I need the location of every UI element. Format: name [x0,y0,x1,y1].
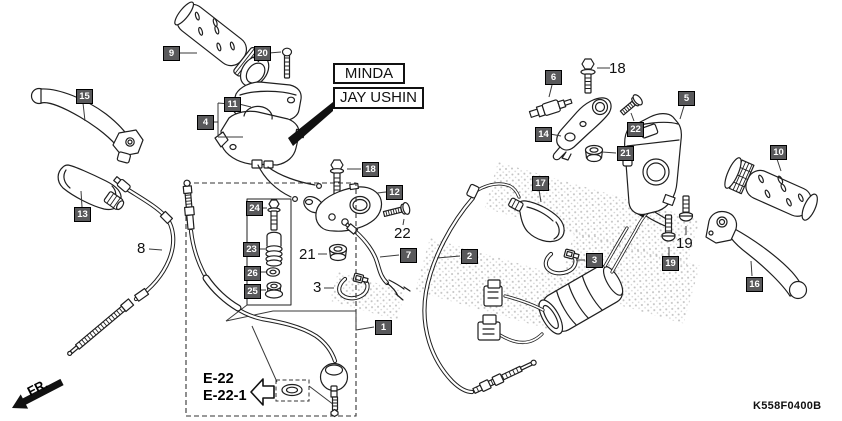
wire-clamp-3-right [543,248,580,276]
part-callout-21[interactable]: 21 [617,146,634,161]
wire-harness-2 [422,182,671,395]
part-callout-1[interactable]: 1 [375,320,392,335]
part-callout-17[interactable]: 17 [532,176,549,191]
part-callout-4[interactable]: 4 [197,115,214,130]
handle-lever-16 [705,210,808,300]
part-callout-20[interactable]: 20 [254,46,271,61]
bolt-24 [267,199,281,231]
part-callout-26[interactable]: 26 [244,266,261,281]
part-callout-5[interactable]: 5 [678,91,695,106]
bolt-18-center [329,159,345,196]
part-number-label-18[interactable]: 18 [609,60,626,77]
cable-adjuster [472,359,537,394]
throttle-grip-9 [174,1,270,87]
part-callout-9[interactable]: 9 [163,46,180,61]
lever-bracket-12 [303,182,383,232]
part-number-label-22[interactable]: 22 [394,225,411,242]
part-callout-13[interactable]: 13 [74,207,91,222]
grommet-21-right [584,144,604,163]
washer-26 [265,267,281,277]
grommet-25 [264,281,284,299]
screw-20 [281,47,293,79]
part-callout-3[interactable]: 3 [586,253,603,268]
spring-23 [265,231,283,267]
part-callout-11[interactable]: 11 [224,97,241,112]
part-callout-12[interactable]: 12 [386,185,403,200]
part-callout-15[interactable]: 15 [76,89,93,104]
brand-pointer-arrow [288,102,333,146]
switch-housing-lower-4 [214,105,323,203]
brake-lever-15 [30,87,144,164]
grommet-21-center [328,243,348,262]
section-ref-e22: E-22 [203,371,234,387]
ignition-switch-1 [182,179,349,418]
switch-pod-6 [528,98,573,118]
part-callout-25[interactable]: 25 [244,284,261,299]
part-number-label-21[interactable]: 21 [299,246,316,263]
part-callout-6[interactable]: 6 [545,70,562,85]
part-callout-2[interactable]: 2 [461,249,478,264]
fr-arrow [12,378,64,409]
leader-lines [80,51,782,291]
part-callout-23[interactable]: 23 [243,242,260,257]
switch-wire-7 [344,222,411,301]
diagram-code: K558F0400B [753,400,822,412]
part-number-label-19[interactable]: 19 [676,235,693,252]
bolt-18-right [580,58,596,94]
part-number-label-3[interactable]: 3 [313,279,322,296]
connector [483,279,503,307]
part-callout-19[interactable]: 19 [662,256,679,271]
connector [477,314,501,341]
handle-grip-10 [724,157,818,221]
flange-bolt-19a [661,214,676,242]
lever-boot-17 [508,197,565,243]
part-callout-24[interactable]: 24 [246,201,263,216]
part-callout-7[interactable]: 7 [400,248,417,263]
e22-arrow [250,378,275,406]
screw-22-right [619,94,643,116]
section-ref-e22-1: E-22-1 [203,388,247,404]
lever-boot-13 [57,164,125,211]
brand-label-minda: MINDA [333,63,405,84]
brand-label-jay-ushin: JAY USHIN [333,87,424,109]
brake-cable-8 [67,176,176,357]
screw-22-center [382,201,411,218]
switch-housing-5 [622,113,682,216]
part-callout-22[interactable]: 22 [627,122,644,137]
harness-boot [538,265,624,335]
part-callout-16[interactable]: 16 [746,277,763,292]
lever-bracket-14 [552,97,612,161]
part-callout-10[interactable]: 10 [770,145,787,160]
part-callout-14[interactable]: 14 [535,127,552,142]
part-callout-18[interactable]: 18 [362,162,379,177]
part-number-label-8[interactable]: 8 [137,240,146,257]
flange-bolt-19b [678,195,694,222]
